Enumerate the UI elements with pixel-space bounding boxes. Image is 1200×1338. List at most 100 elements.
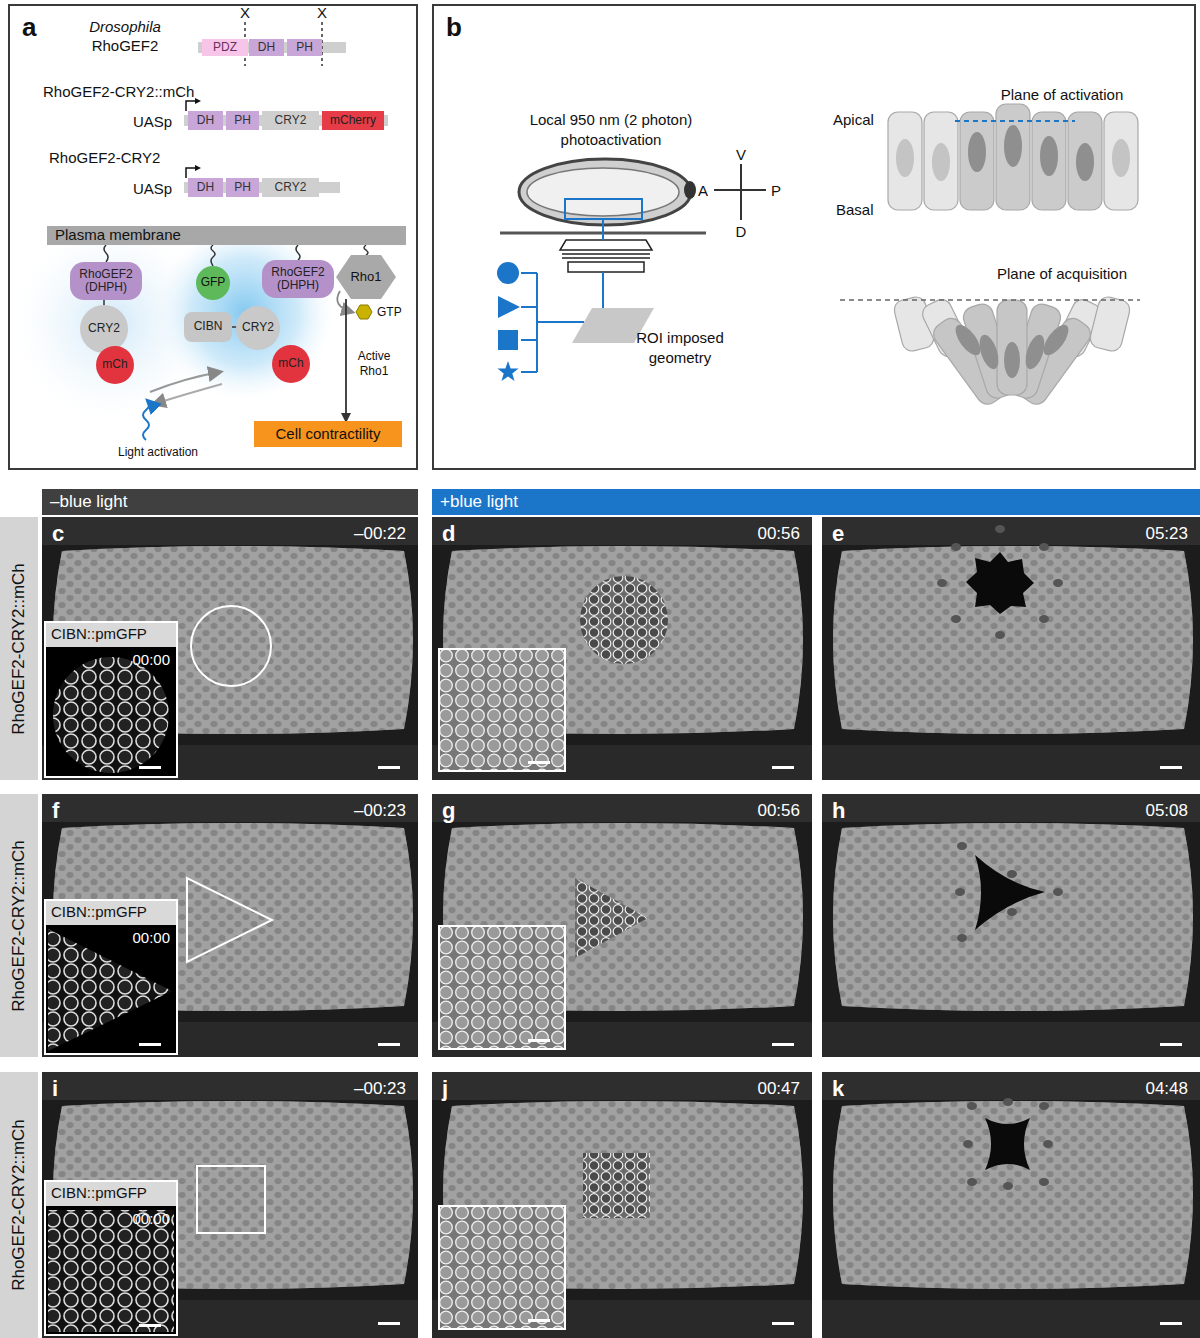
node-text: e — [832, 521, 844, 547]
node-text: CIBN::pmGFP — [47, 624, 151, 643]
figure-label: ROI imposed geometry — [628, 328, 732, 367]
rhogef2-protein: RhoGEF2 (DHPH) — [262, 260, 334, 298]
dh-domain: DH — [188, 178, 223, 197]
node-subtext: 00:00 — [132, 929, 170, 946]
node-text: j — [442, 1076, 448, 1102]
micrograph-panel: i –00:23CIBN::pmGFP00:00 — [42, 1072, 418, 1338]
cry2-domain: CRY2 — [262, 178, 319, 197]
figure-label: UASp — [133, 179, 172, 199]
node-text: CRY2 — [88, 322, 120, 335]
node-text: mCh — [102, 358, 127, 371]
node-subtext: 00:47 — [757, 1079, 800, 1099]
figure-label: Drosophila — [89, 17, 161, 37]
micrograph-panel: g 00:56 — [432, 794, 812, 1057]
pdz-domain: PDZ — [202, 39, 248, 56]
dh-domain: DH — [249, 39, 284, 56]
ph-domain: PH — [226, 178, 259, 197]
node-text: DH — [258, 41, 275, 54]
node-text: RhoGEF2-CRY2::mCh — [9, 840, 29, 1012]
node-subtext: 00:00 — [132, 1210, 170, 1227]
node-text: d — [442, 521, 455, 547]
micrograph-panel: c –00:22CIBN::pmGFP00:00 — [42, 517, 418, 780]
node-text: RhoGEF2 (DHPH) — [74, 268, 138, 294]
node-text: GFP — [201, 276, 226, 289]
node-text: g — [442, 798, 455, 824]
condition-bar: –blue light — [42, 489, 418, 515]
edge-label: Active Rho1 — [351, 349, 397, 379]
node-text: CRY2 — [275, 181, 307, 194]
outcome-box: Cell contractility — [254, 421, 402, 447]
figure-label: P — [771, 181, 781, 201]
figure-label: GTP — [377, 305, 402, 321]
cry2-protein: CRY2 — [236, 306, 280, 350]
node-text: RhoGEF2 (DHPH) — [266, 266, 330, 292]
node-text: PH — [296, 41, 313, 54]
connector-arrow — [345, 299, 347, 421]
ph-domain: PH — [287, 39, 322, 56]
node-text: CIBN::pmGFP — [47, 1183, 151, 1202]
figure-label: D — [736, 222, 747, 242]
figure-label: Apical — [833, 110, 874, 130]
cry2-protein: CRY2 — [80, 305, 128, 353]
micrograph-panel: d 00:56 — [432, 517, 812, 780]
node-text: c — [52, 521, 64, 547]
node-text: PH — [234, 181, 251, 194]
node-subtext: –00:22 — [354, 524, 406, 544]
node-text: RhoGEF2-CRY2::mCh — [9, 563, 29, 735]
inset-panel: CIBN::pmGFP00:00 — [44, 621, 178, 778]
node-subtext: –00:23 — [354, 1079, 406, 1099]
node-text: Rho1 — [350, 270, 381, 284]
dh-domain: DH — [188, 111, 223, 130]
node-text: Cell contractility — [275, 426, 380, 443]
node-subtext: 05:08 — [1145, 801, 1188, 821]
node-text: CRY2 — [242, 321, 274, 334]
node-text: Plasma membrane — [55, 227, 181, 244]
figure-label: V — [736, 145, 746, 165]
node-subtext: 04:48 — [1145, 1079, 1188, 1099]
rhogef2-protein: RhoGEF2 (DHPH) — [70, 262, 142, 300]
figure-label: RhoGEF2 — [92, 36, 159, 56]
figure-label: Local 950 nm (2 photon) photoactivation — [511, 110, 711, 149]
row-label-band: RhoGEF2-CRY2::mCh — [0, 794, 38, 1057]
mcherry-tag: mCh — [96, 346, 134, 384]
figure-label: Basal — [836, 200, 874, 220]
node-text: mCherry — [330, 114, 376, 127]
membrane-band: Plasma membrane — [47, 226, 406, 245]
node-text: k — [832, 1076, 844, 1102]
figure-label: RhoGEF2-CRY2 — [49, 148, 160, 168]
node-text: i — [52, 1076, 58, 1102]
node-subtext: –00:23 — [354, 801, 406, 821]
micrograph-panel: h 05:08 — [822, 794, 1200, 1057]
micrograph-panel: e 05:23 — [822, 517, 1200, 780]
node-text: +blue light — [440, 492, 518, 512]
panel-frame: b — [432, 4, 1196, 470]
ph-domain: PH — [226, 111, 259, 130]
node-text: CIBN::pmGFP — [47, 902, 151, 921]
node-text: DH — [197, 181, 214, 194]
node-text: PH — [234, 114, 251, 127]
inset-panel: CIBN::pmGFP00:00 — [44, 1180, 178, 1336]
figure-label: Plane of acquisition — [997, 264, 1127, 284]
node-subtext: 05:23 — [1145, 524, 1188, 544]
node-text: h — [832, 798, 845, 824]
inset-panel: CIBN::pmGFP00:00 — [44, 899, 178, 1055]
node-text: a — [22, 12, 36, 43]
node-text: RhoGEF2-CRY2::mCh — [9, 1119, 29, 1291]
node-subtext: 00:56 — [757, 524, 800, 544]
node-text: DH — [197, 114, 214, 127]
node-text: mCh — [278, 357, 303, 370]
figure-label: Light activation — [118, 445, 198, 461]
figure-label: RhoGEF2-CRY2::mCh — [43, 82, 194, 102]
figure-label: UASp — [133, 112, 172, 132]
cry2-domain: CRY2 — [262, 111, 319, 130]
node-text: b — [446, 12, 462, 43]
cibn-protein: CIBN — [184, 312, 232, 342]
micrograph-panel: f –00:23CIBN::pmGFP00:00 — [42, 794, 418, 1057]
figure-label: X — [317, 3, 327, 23]
panel-frame: aPDZDHPHDHPHCRY2mCherryDHPHCRY2Plasma me… — [8, 4, 418, 470]
figure-label: X — [240, 3, 250, 23]
node-subtext: 00:56 — [757, 801, 800, 821]
node-text: f — [52, 798, 59, 824]
micrograph-panel: k 04:48 — [822, 1072, 1200, 1338]
